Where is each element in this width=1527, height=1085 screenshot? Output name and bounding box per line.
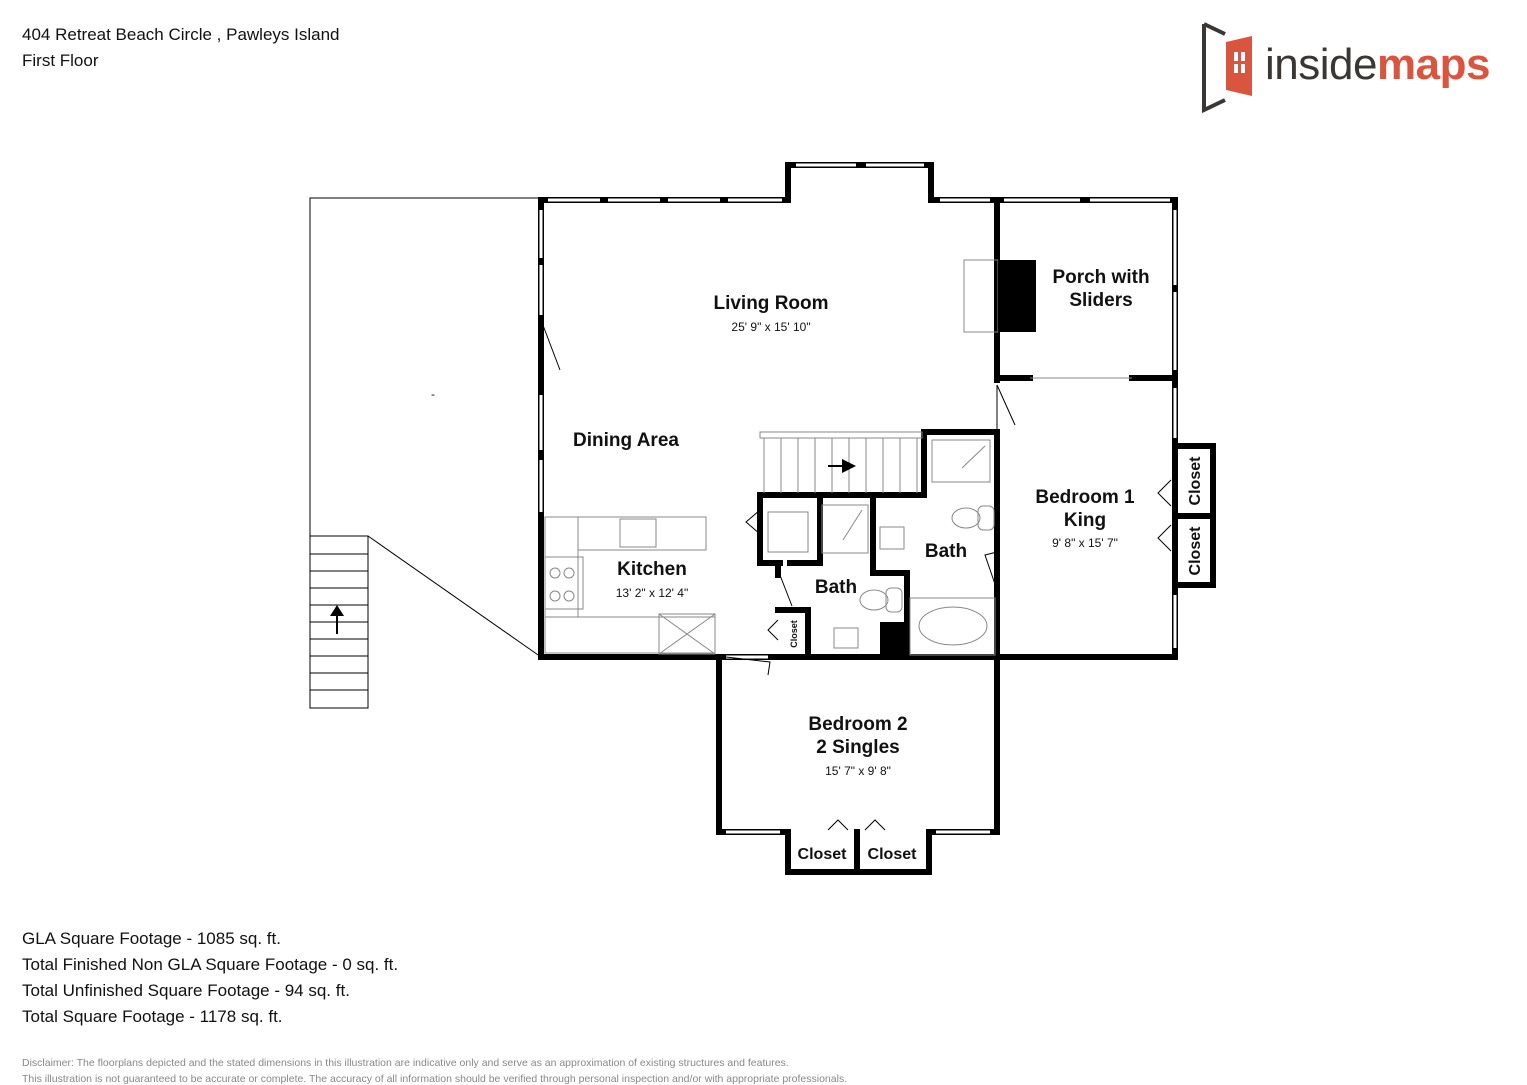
svg-text:Bath: Bath xyxy=(815,577,857,598)
svg-text:Bedroom 1: Bedroom 1 xyxy=(1035,487,1135,508)
svg-text:Closet: Closet xyxy=(789,620,799,648)
svg-text:13' 2" x 12' 4": 13' 2" x 12' 4" xyxy=(616,586,688,600)
svg-text:Bedroom 2: Bedroom 2 xyxy=(808,714,907,735)
svg-text:2 Singles: 2 Singles xyxy=(816,737,899,758)
svg-text:Bath: Bath xyxy=(925,541,967,562)
deck: - xyxy=(309,197,542,709)
disclaimer-line-2: This illustration is not guaranteed to b… xyxy=(22,1073,848,1085)
stairs xyxy=(759,431,923,493)
living-room-label: Living Room xyxy=(713,293,828,314)
gla-footage: GLA Square Footage - 1085 sq. ft. xyxy=(22,929,281,948)
svg-text:-: - xyxy=(431,387,435,401)
floor-label: First Floor xyxy=(22,51,99,70)
svg-text:25' 9" x 15' 10": 25' 9" x 15' 10" xyxy=(731,320,810,334)
unfinished-footage: Total Unfinished Square Footage - 94 sq.… xyxy=(22,981,350,1000)
svg-text:Closet: Closet xyxy=(1187,526,1204,576)
svg-text:Closet: Closet xyxy=(798,846,848,863)
dining-area-label: Dining Area xyxy=(573,430,679,451)
svg-text:Sliders: Sliders xyxy=(1069,290,1132,311)
svg-text:Closet: Closet xyxy=(1187,456,1204,506)
kitchen-label: Kitchen xyxy=(617,559,687,580)
svg-text:Closet: Closet xyxy=(868,846,918,863)
disclaimer-line-1: Disclaimer: The floorplans depicted and … xyxy=(22,1057,789,1069)
room-labels: Living Room 25' 9" x 15' 10" Porch with … xyxy=(573,267,1204,863)
total-footage: Total Square Footage - 1178 sq. ft. xyxy=(22,1007,283,1026)
address: 404 Retreat Beach Circle , Pawleys Islan… xyxy=(22,25,340,44)
svg-text:King: King xyxy=(1064,510,1106,531)
svg-text:9' 8" x 15' 7": 9' 8" x 15' 7" xyxy=(1052,536,1118,550)
svg-text:15' 7" x 9' 8": 15' 7" x 9' 8" xyxy=(825,764,891,778)
non-gla-footage: Total Finished Non GLA Square Footage - … xyxy=(22,955,399,974)
svg-text:Porch with: Porch with xyxy=(1052,267,1149,288)
